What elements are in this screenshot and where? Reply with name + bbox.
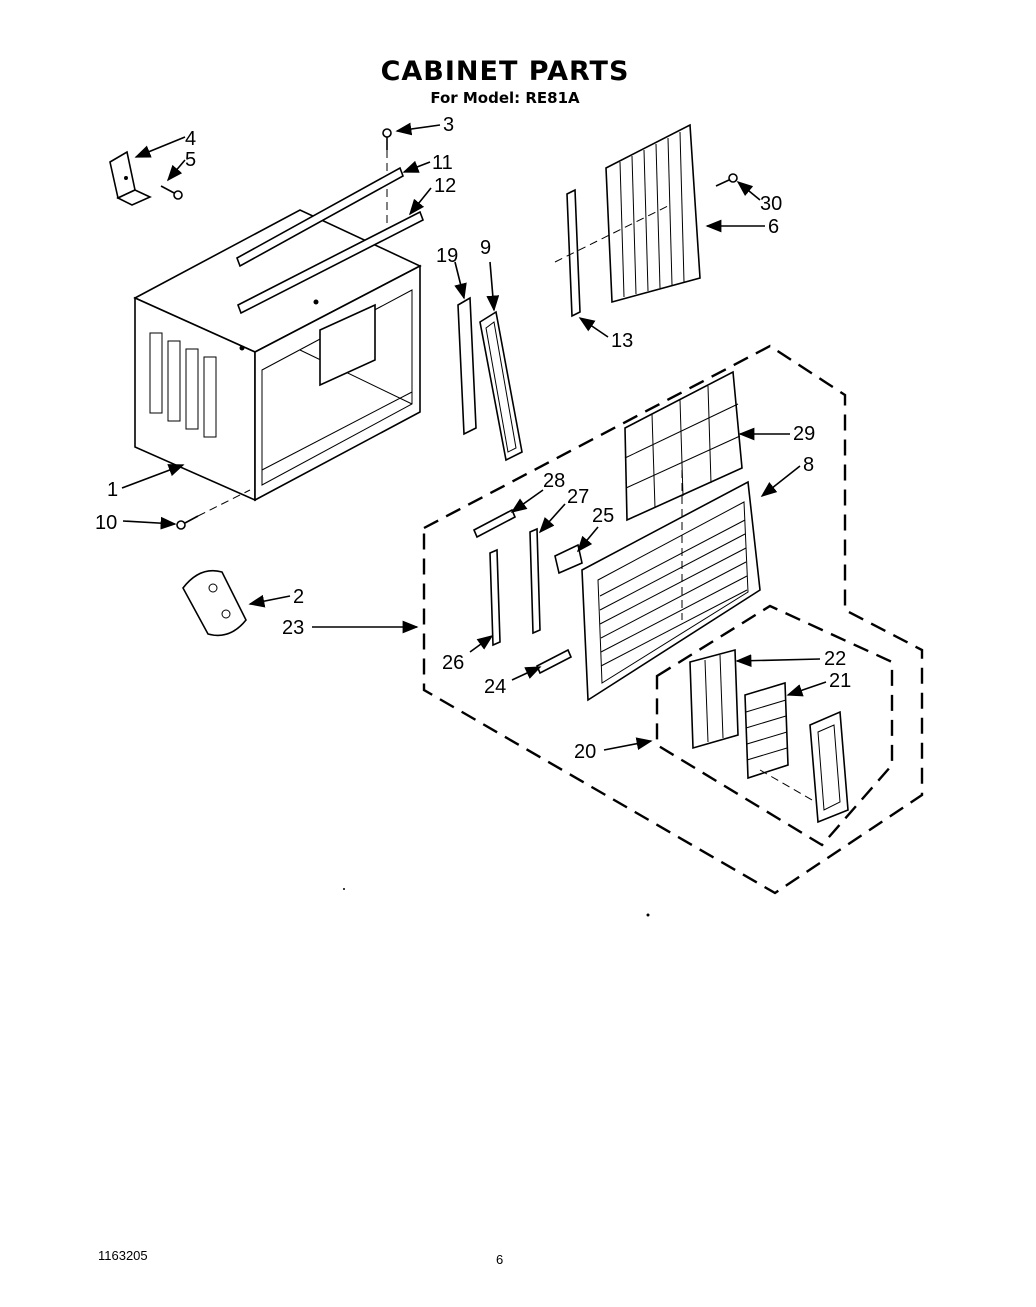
front-grille-part-8: [581, 470, 761, 702]
gasket-part-28: [472, 508, 517, 539]
louver-part-21: [744, 681, 789, 780]
gasket-part-26: [489, 548, 501, 647]
callout-29: 29: [793, 423, 815, 445]
callout-3: 3: [443, 114, 454, 136]
leader-lines: [121, 122, 827, 751]
callout-10: 10: [95, 512, 117, 534]
callout-21: 21: [829, 670, 851, 692]
callout-8: 8: [803, 454, 814, 476]
callout-2: 2: [293, 586, 304, 608]
filter-part-9: [479, 310, 523, 462]
callout-27: 27: [567, 486, 589, 508]
callout-9: 9: [480, 237, 491, 259]
callout-12: 12: [434, 175, 456, 197]
callout-1: 1: [107, 479, 118, 501]
model-subtitle: For Model: RE81A: [430, 89, 580, 107]
screw-part-3: [382, 128, 392, 240]
callout-24: 24: [484, 676, 506, 698]
cabinet-part: [133, 209, 422, 502]
callout-23: 23: [282, 617, 304, 639]
screw-part-30: [715, 173, 738, 187]
document-code: 1163205: [98, 1248, 148, 1263]
side-bracket-part-13: [554, 188, 671, 318]
page-number: 6: [496, 1252, 504, 1267]
screw-part-5: [160, 185, 183, 200]
louver-cover-part-20: [759, 710, 849, 824]
assembly-20-boundary: [655, 604, 894, 847]
gasket-part-24: [535, 648, 573, 675]
mounting-angle-part-4: [109, 150, 152, 206]
gasket-part-27: [529, 527, 541, 635]
gasket-part-25: [554, 543, 583, 575]
callout-6: 6: [768, 216, 779, 238]
louver-frame-part-22: [689, 648, 739, 750]
callout-25: 25: [592, 505, 614, 527]
callout-26: 26: [442, 652, 464, 674]
seal-strip-part-19: [457, 296, 477, 436]
callout-28: 28: [543, 470, 565, 492]
top-rail-part-12: [237, 210, 424, 315]
screw-part-10: [176, 489, 251, 530]
callout-19: 19: [436, 245, 458, 267]
callout-11: 11: [432, 152, 453, 174]
top-rail-part-11: [236, 166, 404, 268]
air-filter-part-29: [624, 370, 743, 522]
callout-20: 20: [574, 741, 596, 763]
callout-22: 22: [824, 648, 846, 670]
page-title: CABINET PARTS: [380, 56, 630, 87]
bracket-part-2: [182, 569, 247, 637]
assembly-23-boundary: [422, 344, 924, 895]
callout-13: 13: [611, 330, 633, 352]
callout-30: 30: [760, 193, 782, 215]
callout-5: 5: [185, 149, 196, 171]
callout-4: 4: [185, 128, 196, 150]
